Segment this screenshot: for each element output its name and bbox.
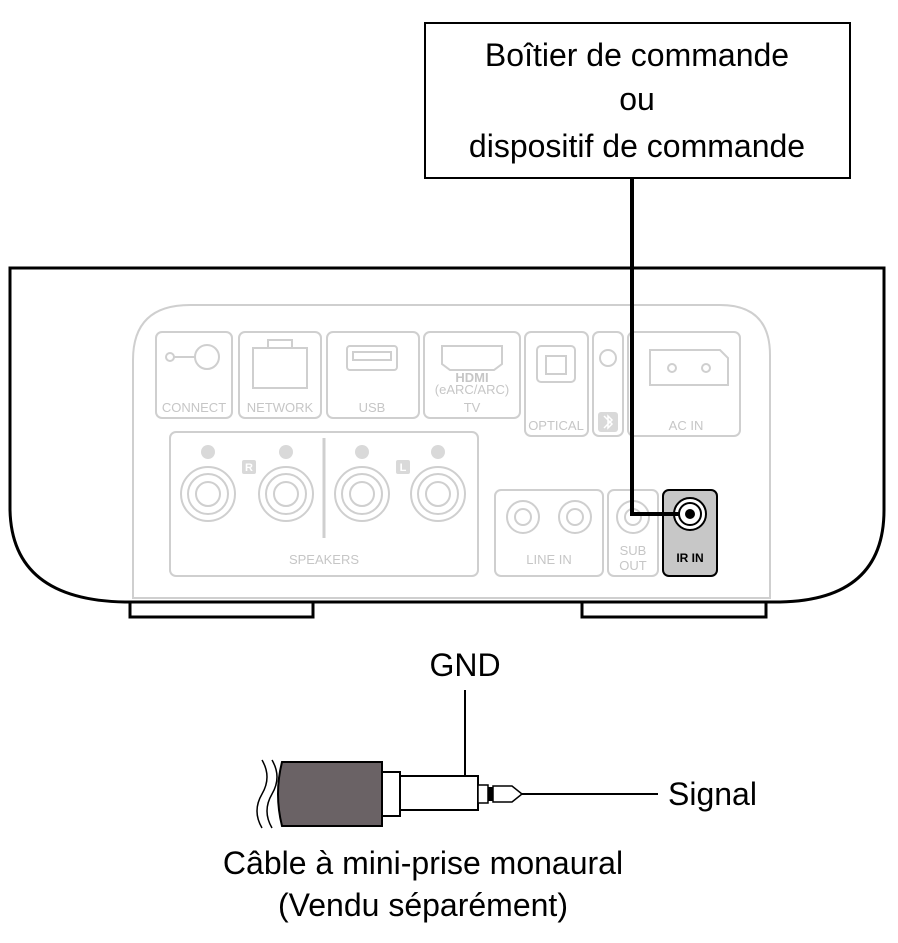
network-port: NETWORK <box>238 331 322 419</box>
speaker-terminal-r-minus <box>258 445 314 522</box>
cable-caption-line2: (Vendu séparément) <box>278 887 568 923</box>
control-box-line2: ou <box>619 81 655 117</box>
bluetooth-icon <box>603 414 614 430</box>
mini-plug-cable <box>256 759 524 829</box>
rear-panel: CONNECT NETWORK USB HDMI (eARC/ARC) TV <box>132 304 771 599</box>
connect-port: CONNECT <box>155 331 233 419</box>
speaker-r-label: R <box>245 462 253 474</box>
bluetooth-port <box>592 331 624 437</box>
speaker-terminal-l-minus <box>410 445 466 522</box>
control-box-line1: Boîtier de commande <box>485 37 789 73</box>
hdmi-sub-label: (eARC/ARC) <box>435 382 509 397</box>
hdmi-label: HDMI <box>455 370 488 385</box>
cable-caption-line1: Câble à mini-prise monaural <box>223 845 623 881</box>
control-box-line3: dispositif de commande <box>469 128 805 164</box>
sub-label: SUB <box>620 543 647 558</box>
usb-label: USB <box>359 400 386 415</box>
ir-in-label: IR IN <box>676 551 703 565</box>
optical-port: OPTICAL <box>524 331 589 437</box>
tv-label: TV <box>464 400 481 415</box>
signal-label: Signal <box>668 776 757 812</box>
control-box: Boîtier de commande ou dispositif de com… <box>424 22 851 179</box>
device-body <box>8 266 886 619</box>
speaker-r-badge <box>242 460 256 474</box>
network-label: NETWORK <box>247 400 314 415</box>
ac-in-port: AC IN <box>627 331 741 437</box>
speaker-terminal-l-plus <box>334 445 390 522</box>
gnd-label: GND <box>429 647 500 683</box>
optical-label: OPTICAL <box>528 418 584 433</box>
out-label: OUT <box>619 558 647 573</box>
speaker-l-label: L <box>400 462 407 474</box>
ac-in-label: AC IN <box>669 418 704 433</box>
sub-out-port: SUB OUT <box>607 489 659 577</box>
hdmi-port: HDMI (eARC/ARC) TV <box>423 331 521 419</box>
ir-cable <box>630 178 680 516</box>
usb-port: USB <box>326 331 420 419</box>
speakers-terminals: R L SPEAKERS <box>169 431 479 577</box>
speakers-label: SPEAKERS <box>289 552 359 567</box>
speaker-terminal-r-plus <box>180 445 236 522</box>
speaker-l-badge <box>396 460 410 474</box>
line-in-label: LINE IN <box>526 552 572 567</box>
connect-label: CONNECT <box>162 400 226 415</box>
ir-in-port: IR IN <box>662 489 718 577</box>
line-in-port: LINE IN <box>494 489 604 577</box>
